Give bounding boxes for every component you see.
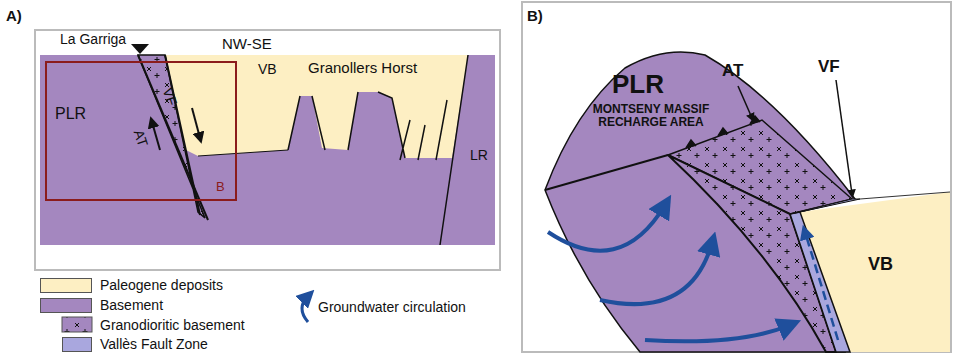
vf-zone (790, 212, 850, 352)
basement-block (545, 52, 855, 352)
paleogene-deposits (165, 55, 468, 158)
area-label: MONTSENY MASSIF RECHARGE AREA (592, 103, 710, 129)
unit-label: VB (868, 255, 893, 275)
panel-frame (522, 2, 951, 352)
legend-swatch (40, 298, 92, 313)
unit-label: PLR (612, 70, 664, 99)
place-name: La Garriga (60, 32, 126, 47)
location-marker (131, 44, 149, 54)
fault-label: VF (818, 58, 840, 77)
legend-text: Groundwater circulation (318, 299, 466, 315)
inset-box (46, 62, 236, 200)
structure-label: Granollers Horst (308, 60, 417, 77)
flow-arrow (600, 243, 712, 304)
unit-label: PLR (55, 105, 86, 123)
granodiorite-swatch (62, 317, 92, 332)
legend-text: Paleogene deposits (100, 277, 223, 293)
inset-label: B (216, 180, 225, 194)
section-orientation: NW-SE (222, 36, 272, 53)
legend-text: Vallès Fault Zone (100, 336, 208, 352)
unit-label: VB (258, 62, 277, 77)
panel-letter: A) (6, 8, 22, 25)
flow-arrow (548, 205, 665, 251)
fault-flow (805, 232, 838, 340)
vf-top (790, 199, 860, 214)
east-fault (436, 55, 468, 245)
legend-text: Granodioritic basement (100, 317, 245, 333)
horst-faults (288, 92, 425, 160)
legend-text: Basement (100, 297, 163, 313)
basement (40, 55, 495, 245)
unit-label: AT (722, 62, 743, 81)
legend-swatch (40, 278, 92, 293)
panel-frame (35, 30, 500, 270)
panel-letter: B) (527, 8, 543, 25)
flow-arrow (645, 325, 790, 341)
flow-arrow-sample (302, 296, 308, 322)
unit-label: LR (470, 148, 488, 163)
legend-swatch (62, 337, 92, 352)
